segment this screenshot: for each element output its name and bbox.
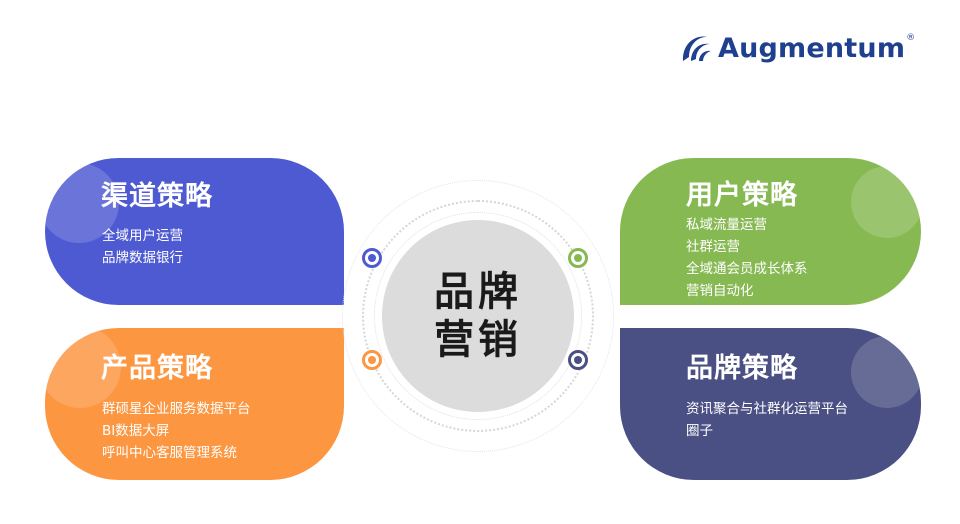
card-title: 用户策略: [686, 180, 798, 211]
card-title: 产品策略: [101, 353, 213, 384]
center-hub: 品牌 营销: [342, 180, 614, 452]
center-circle: 品牌 营销: [382, 220, 574, 412]
registered-mark: ®: [906, 33, 916, 43]
card-item: BI数据大屏: [102, 423, 170, 439]
product-strategy-card: 产品策略 群硕星企业服务数据平台 BI数据大屏 呼叫中心客服管理系统: [45, 328, 344, 480]
dotted-ring-middle: [362, 200, 594, 432]
user-connector-dot-icon: [568, 248, 588, 268]
product-connector-dot-icon: [362, 350, 382, 370]
card-item: 群硕星企业服务数据平台: [102, 401, 251, 417]
augmentum-swirl-icon: [682, 36, 711, 61]
brand-connector-dot-icon: [568, 350, 588, 370]
user-strategy-card: 用户策略 私域流量运营 社群运营 全域通会员成长体系 营销自动化: [620, 158, 921, 305]
dotted-ring-inner: [374, 212, 582, 420]
channel-strategy-card: 渠道策略 全域用户运营 品牌数据银行: [45, 158, 344, 305]
card-item: 私域流量运营: [686, 217, 767, 233]
augmentum-logo: Augmentum ®: [680, 28, 915, 68]
card-items: 资讯聚合与社群化运营平台 圈子: [686, 398, 848, 442]
card-item: 品牌数据银行: [102, 250, 183, 266]
card-items: 私域流量运营 社群运营 全域通会员成长体系 营销自动化: [686, 214, 808, 302]
card-title: 渠道策略: [101, 181, 213, 212]
card-items: 群硕星企业服务数据平台 BI数据大屏 呼叫中心客服管理系统: [102, 398, 251, 464]
highlight-circle: [851, 336, 921, 408]
highlight-circle: [45, 328, 121, 408]
card-item: 呼叫中心客服管理系统: [102, 445, 237, 461]
highlight-circle: [851, 166, 921, 238]
card-items: 全域用户运营 品牌数据银行: [102, 225, 183, 269]
card-item: 圈子: [686, 423, 713, 439]
card-title: 品牌策略: [686, 353, 798, 384]
center-title-line2: 营销: [434, 317, 522, 363]
dotted-ring-outer: [342, 180, 614, 452]
card-item: 资讯聚合与社群化运营平台: [686, 401, 848, 417]
card-item: 营销自动化: [686, 283, 754, 299]
center-title-line1: 品牌: [434, 269, 522, 315]
card-item: 全域用户运营: [102, 228, 183, 244]
channel-connector-dot-icon: [362, 248, 382, 268]
logo-text: Augmentum: [718, 32, 906, 64]
card-item: 全域通会员成长体系: [686, 261, 808, 277]
brand-strategy-card: 品牌策略 资讯聚合与社群化运营平台 圈子: [620, 328, 921, 480]
highlight-circle: [45, 163, 119, 243]
card-item: 社群运营: [686, 239, 740, 255]
